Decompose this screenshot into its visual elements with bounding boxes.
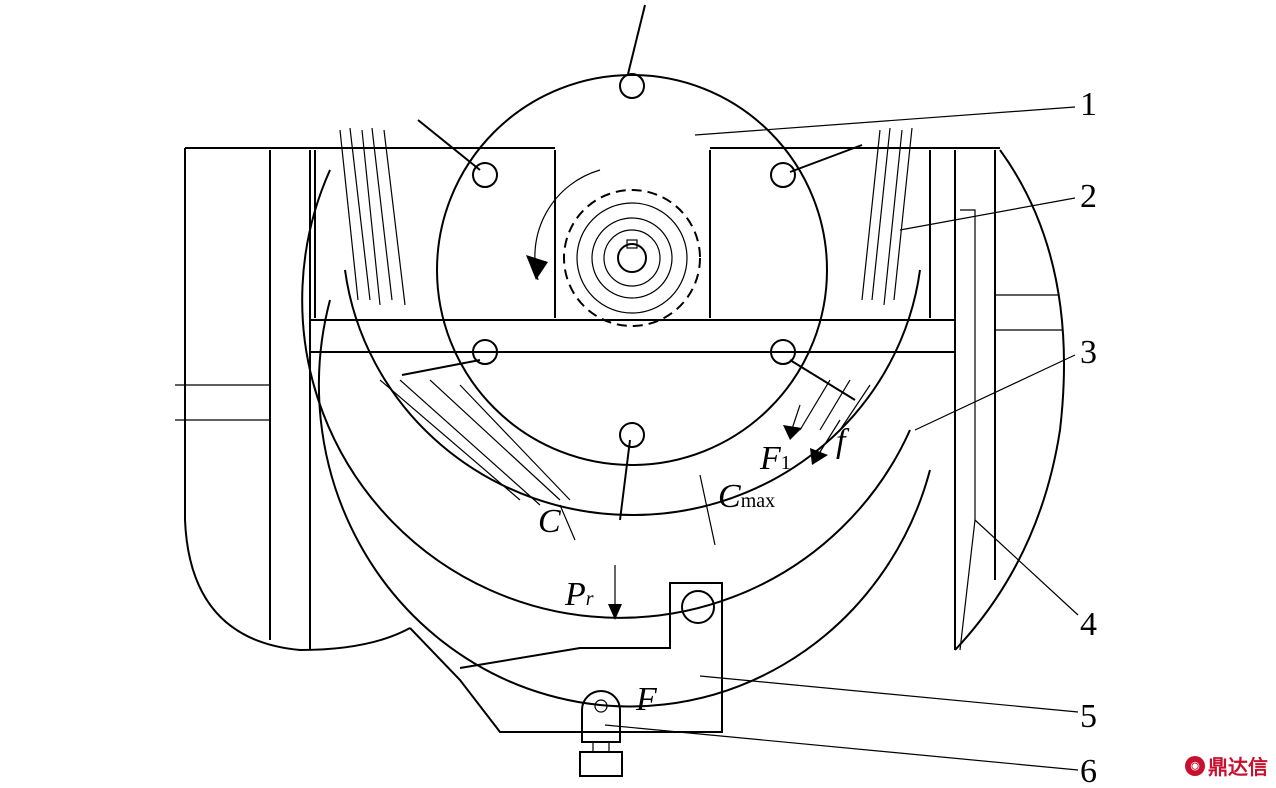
watermark: ◉ 鼎达信: [1185, 751, 1268, 780]
watermark-text: 鼎达信: [1208, 755, 1268, 779]
left-posts: [269, 150, 311, 650]
callout-2: 2: [1080, 178, 1097, 215]
force1-sub: 1: [780, 452, 791, 474]
sprocket: [563, 189, 701, 327]
pressure-label: Pr: [565, 578, 594, 612]
brush-arms: [401, 4, 863, 521]
friction-label: f: [836, 423, 846, 460]
adjust-bolt: [581, 690, 621, 743]
brush-plate: [959, 209, 976, 651]
clearance-max-label: Cmax: [718, 480, 775, 514]
force1-label: F1: [760, 442, 791, 476]
pivot-hole: [681, 590, 715, 624]
leader-lines: [604, 106, 1079, 771]
lever-arm: [409, 582, 723, 733]
force-label: F: [636, 681, 657, 718]
callout-4: 4: [1080, 606, 1097, 643]
callout-1: 1: [1080, 86, 1097, 123]
pressure-sub: r: [585, 588, 594, 610]
clearance-max-base: C: [718, 478, 741, 515]
watermark-logo-icon: ◉: [1185, 755, 1205, 776]
pressure-base: P: [565, 576, 586, 613]
clearance-label: C: [538, 503, 561, 540]
housing-arc: [301, 169, 911, 619]
right-posts: [954, 150, 996, 650]
callout-5: 5: [1080, 698, 1097, 735]
clearance-max-sub: max: [740, 490, 776, 512]
rotor-disc: [436, 74, 828, 466]
callout-6: 6: [1080, 753, 1097, 788]
inner-housing-arc: [344, 269, 921, 516]
force1-base: F: [760, 440, 781, 477]
right-side-plate: [954, 149, 1065, 651]
cross-beam: [310, 319, 955, 353]
bristles: [339, 127, 913, 506]
left-side-plate: [184, 148, 411, 652]
callout-3: 3: [1080, 334, 1097, 371]
